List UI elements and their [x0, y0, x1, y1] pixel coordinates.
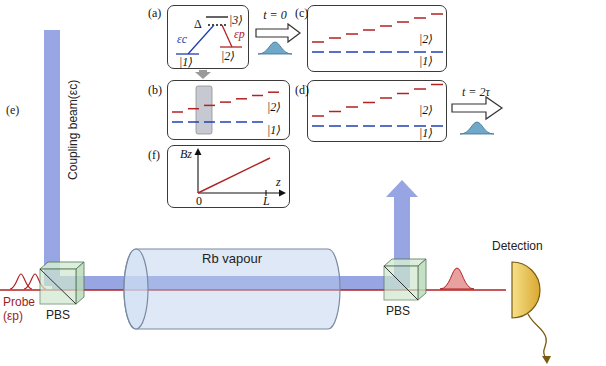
level-panel: (b)|2⟩|1⟩	[167, 80, 290, 140]
math-label: |2⟩	[267, 101, 281, 114]
component-label: PBS	[386, 305, 410, 319]
panel-label: (d)	[295, 84, 309, 97]
level-dash	[346, 33, 358, 35]
level-dash	[363, 51, 375, 53]
level-dash	[188, 108, 199, 110]
math-label: εc	[177, 33, 187, 46]
panel-label: (b)	[148, 84, 162, 97]
level-dash	[172, 121, 183, 123]
math-label: εp	[234, 28, 245, 41]
detector	[512, 262, 540, 318]
level-dash	[252, 95, 263, 97]
math-label: z	[276, 176, 281, 189]
math-label: |2⟩	[419, 33, 433, 46]
beam-label: Probe (εp)	[3, 296, 45, 324]
pulse	[258, 42, 292, 54]
level-dash	[380, 51, 392, 53]
cell-window	[124, 249, 148, 329]
field-panel: (f)Bzz0L	[167, 145, 290, 208]
level-dash	[220, 121, 231, 123]
time-arrow	[256, 24, 300, 42]
level-dash	[397, 51, 409, 53]
level-dash	[268, 91, 279, 93]
level-dash	[380, 125, 392, 127]
level-dash	[236, 98, 247, 100]
level-dash	[431, 84, 443, 86]
level-dash	[329, 125, 341, 127]
detector-wire	[528, 314, 546, 358]
level-dash	[397, 21, 409, 23]
level-dash	[346, 106, 358, 108]
component-label: PBS	[46, 309, 70, 323]
vapour-cell: Rb vapour	[122, 246, 342, 332]
level-dash	[397, 93, 409, 95]
level-dash	[329, 37, 341, 39]
math-label: 0	[196, 195, 202, 208]
level-dash	[380, 25, 392, 27]
math-label: |3⟩	[229, 14, 243, 27]
level-dash	[172, 111, 183, 113]
level-dash	[204, 105, 215, 107]
math-label: |1⟩	[419, 127, 433, 140]
level-dash	[188, 121, 199, 123]
level-dash	[312, 51, 324, 53]
cell-body	[124, 249, 340, 329]
level-dash	[312, 125, 324, 127]
panel-label: (a)	[148, 7, 161, 20]
level-dash	[329, 111, 341, 113]
pbs-cube	[40, 262, 84, 304]
level-dash	[431, 51, 443, 53]
math-label: Bz	[180, 148, 192, 161]
highlight	[196, 86, 212, 134]
level-panel: (c)|2⟩|1⟩	[307, 5, 447, 72]
wire-arrow	[542, 356, 551, 364]
level-dash	[312, 115, 324, 117]
time-arrow	[452, 97, 502, 119]
level-dash	[414, 51, 426, 53]
beam-label: Coupling beam(εc)	[67, 60, 81, 200]
level-dash	[363, 102, 375, 104]
level-dash	[329, 51, 341, 53]
level-dash	[346, 125, 358, 127]
level-dash	[431, 13, 443, 15]
panel-label: (e)	[6, 104, 19, 118]
math-label: Δ	[194, 18, 202, 31]
panel-label: (f)	[148, 149, 160, 162]
time-label: t = 0	[261, 8, 288, 23]
level-dash	[252, 121, 263, 123]
level-dash	[363, 29, 375, 31]
level-dash	[414, 88, 426, 90]
level-panel: (a)|3⟩Δεcεp|1⟩|2⟩	[167, 5, 249, 69]
component-label: Detection	[492, 240, 543, 254]
time-label: t = 2τ	[462, 86, 490, 100]
level-dash	[414, 17, 426, 19]
pbs-cube	[384, 259, 426, 300]
math-label: |1⟩	[267, 124, 281, 137]
pulse	[460, 122, 494, 134]
math-label: L	[263, 195, 270, 208]
panel-label: (c)	[295, 7, 308, 20]
level-dash	[312, 41, 324, 43]
math-label: |1⟩	[179, 56, 193, 69]
level-dash	[346, 51, 358, 53]
transition-arrow	[195, 70, 211, 79]
cell-name: Rb vapour	[202, 252, 262, 266]
math-label: |2⟩	[221, 50, 235, 63]
field-plot	[195, 148, 287, 197]
output-pulse	[440, 268, 474, 289]
math-label: |1⟩	[419, 55, 433, 68]
level-dash	[220, 101, 231, 103]
math-label: |2⟩	[419, 104, 433, 117]
level-dash	[204, 121, 215, 123]
level-panel: (d)|2⟩|1⟩	[307, 80, 447, 142]
level-dash	[380, 97, 392, 99]
level-dash	[363, 125, 375, 127]
level-dash	[397, 125, 409, 127]
level-dash	[236, 121, 247, 123]
